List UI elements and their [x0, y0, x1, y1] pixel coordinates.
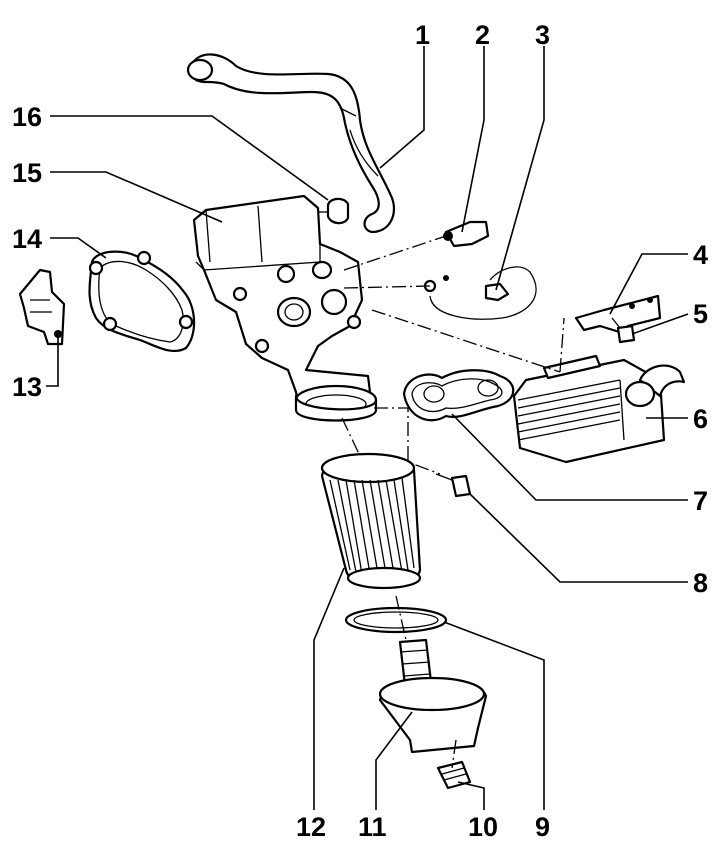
callout-9: 9 [535, 812, 550, 842]
callout-4: 4 [693, 240, 708, 270]
oil-pressure-sender [443, 220, 490, 248]
cooler-gasket [402, 369, 515, 422]
callout-10: 10 [468, 812, 498, 842]
callout-3: 3 [535, 20, 550, 50]
callout-13: 13 [12, 372, 42, 402]
callout-15: 15 [12, 158, 42, 188]
callout-5: 5 [693, 299, 708, 329]
bolt-8 [435, 473, 472, 498]
breather-hose [186, 53, 396, 234]
filter-cap [378, 638, 488, 754]
callout-1: 1 [415, 20, 430, 50]
oil-filter-housing [192, 194, 378, 422]
small-bracket [18, 268, 66, 346]
callout-8: 8 [693, 568, 708, 598]
leader-lines [46, 46, 689, 810]
callout-labels: 1 2 3 4 5 6 7 8 9 10 11 12 13 14 15 16 [12, 20, 708, 842]
alignment-lines [341, 235, 565, 769]
housing-gasket [88, 250, 196, 353]
plug-16 [316, 197, 350, 225]
callout-7: 7 [693, 486, 708, 516]
filter-element [320, 452, 422, 590]
callout-6: 6 [693, 404, 708, 434]
callout-16: 16 [12, 102, 42, 132]
oil-cooler [512, 354, 686, 464]
callout-14: 14 [12, 224, 42, 254]
o-ring [344, 606, 448, 634]
callout-2: 2 [475, 20, 490, 50]
sensor-with-wire [423, 266, 537, 320]
callout-11: 11 [358, 812, 387, 842]
callout-12: 12 [296, 812, 326, 842]
drain-plug [436, 760, 472, 790]
bolt-5 [611, 317, 636, 344]
